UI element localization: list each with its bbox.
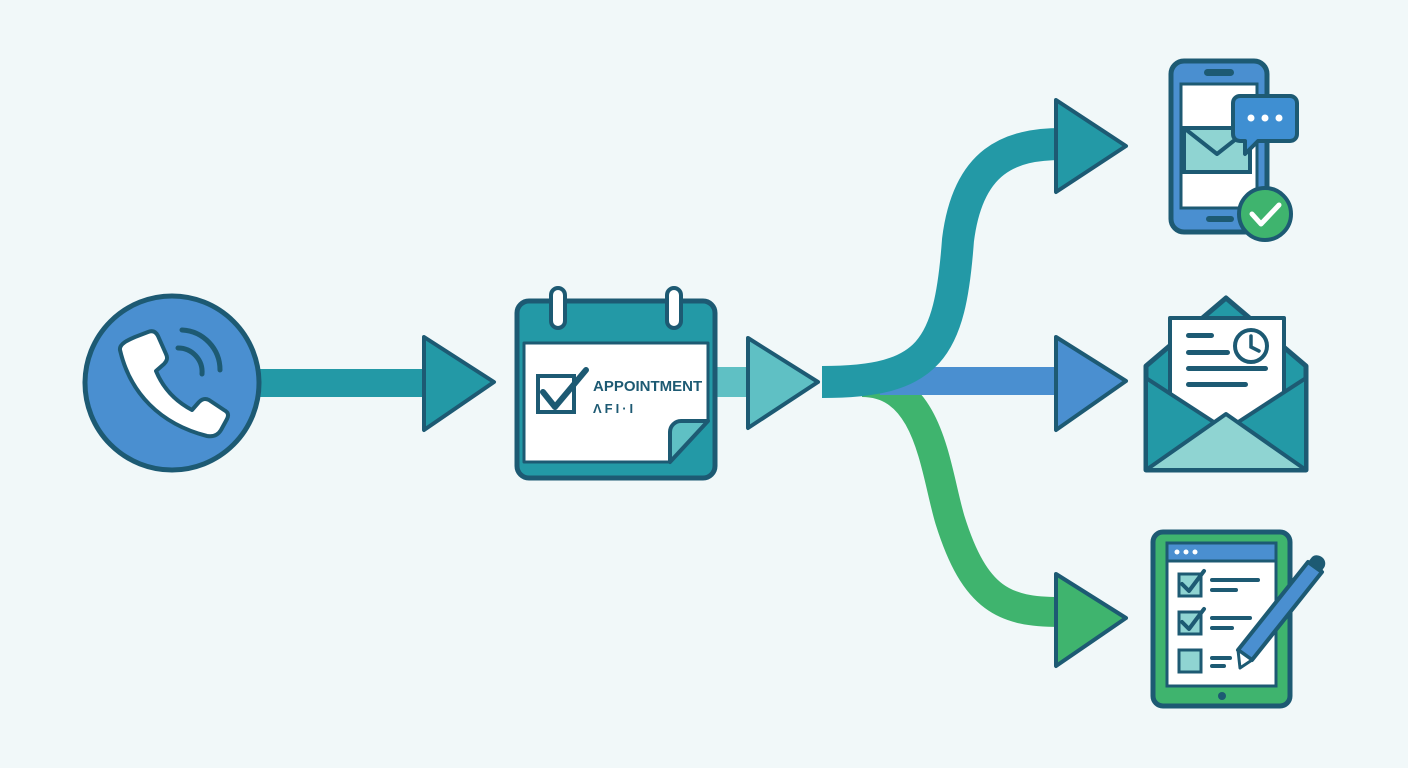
clock-icon [1233, 328, 1269, 364]
checklist-item-2 [1177, 607, 1252, 636]
email-letter-icon [1143, 295, 1309, 473]
checklist-item-1 [1177, 569, 1260, 598]
phone-call-icon [82, 293, 262, 473]
check-icon [536, 367, 589, 414]
calendar-sublabel: ΛFI·I [593, 401, 636, 416]
edge-to-sms [821, 98, 1128, 398]
calendar-icon [514, 286, 718, 481]
check-circle-icon [1237, 186, 1293, 242]
edge-calendar-to-split [714, 336, 820, 430]
chat-bubble-icon [1231, 94, 1299, 156]
calendar-label: APPOINTMENT [593, 378, 702, 395]
node-email-confirmation [1143, 295, 1309, 473]
node-intake-form [1150, 529, 1326, 709]
pen-icon [1236, 555, 1326, 670]
node-phone-call [82, 293, 262, 473]
edge-to-intake-form [860, 367, 1128, 668]
edge-phone-to-calendar [255, 335, 496, 432]
node-sms-confirmation [1168, 58, 1299, 242]
smartphone-message-icon [1168, 58, 1299, 242]
tablet-checklist-icon [1150, 529, 1326, 709]
node-calendar: APPOINTMENT ΛFI·I [514, 286, 718, 481]
checklist-item-3 [1177, 648, 1232, 674]
